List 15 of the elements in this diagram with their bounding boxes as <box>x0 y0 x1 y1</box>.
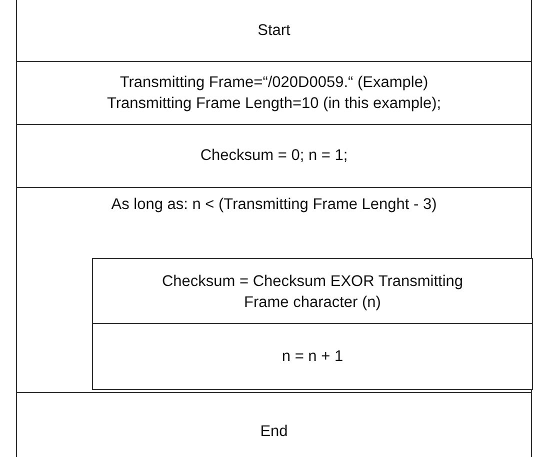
structogram-block <box>16 60 532 124</box>
structogram-block <box>92 323 533 390</box>
block-text: Checksum = 0; n = 1; <box>200 146 348 166</box>
block-text: Start <box>258 20 290 40</box>
structogram-block <box>16 186 532 394</box>
block-text: End <box>260 422 288 442</box>
structogram-block <box>16 392 532 457</box>
structogram-block <box>16 0 532 62</box>
block-text: As long as: n < (Transmitting Frame Lenght - 3) <box>111 194 437 214</box>
block-text: n = n + 1 <box>282 347 344 367</box>
structogram-block <box>92 258 533 325</box>
block-text: Transmitting Frame=“/020D0059.“ (Example) <box>120 72 428 92</box>
block-text: Transmitting Frame Length=10 (in this example); <box>106 94 442 114</box>
structogram-block <box>16 124 532 188</box>
block-text: Checksum = Checksum EXOR Transmitting Frame character (n) <box>160 272 464 312</box>
